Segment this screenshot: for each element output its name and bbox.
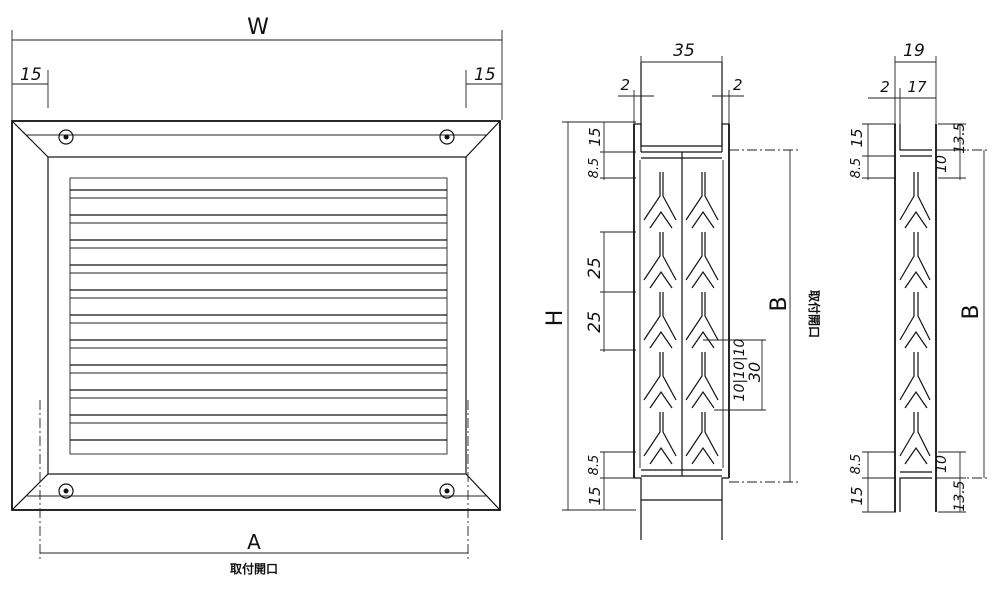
pitch-1-label: 25 [585, 257, 605, 279]
depth-label: 35 [673, 41, 695, 61]
section-single: 19 2 17 15 8.5 8.5 15 13.5 10 10 13.5 [848, 41, 990, 513]
right-margin-label: 15 [474, 65, 496, 85]
front-view: W 15 15 [11, 15, 503, 576]
top-frame-label: 15 [848, 128, 866, 147]
section-double: 35 2 2 H 15 8.5 25 25 8.5 15 [543, 41, 822, 540]
top-offset-label: 8.5 [849, 158, 864, 179]
top-offset-label: 8.5 [587, 158, 602, 179]
frame-body [894, 124, 937, 512]
bottom-right-label: 13.5 [952, 480, 968, 511]
height-label: H [543, 310, 568, 327]
left-margin-label: 15 [20, 65, 42, 85]
inner-depth-label: 17 [907, 78, 927, 96]
opening-caption: 取付開口 [807, 290, 822, 338]
bottom-offset-label: 8.5 [849, 454, 864, 475]
louver-field [69, 177, 448, 455]
opening-label: B [767, 296, 792, 311]
bottom-offset-label: 8.5 [587, 455, 602, 476]
opening-label: A [247, 530, 261, 554]
top-right-label: 13.5 [952, 122, 968, 153]
screw-hole-icon [58, 129, 74, 145]
left-gap-label: 2 [620, 76, 630, 94]
left-gap-label: 2 [880, 78, 890, 96]
screw-hole-icon [439, 483, 455, 499]
pitch-2-label: 25 [585, 311, 605, 333]
top-inner-label: 10 [934, 155, 950, 173]
right-gap-label: 2 [733, 76, 743, 94]
bottom-inner-label: 10 [934, 455, 950, 473]
blade-column [899, 172, 931, 465]
opening-label: B [959, 304, 984, 319]
blade-span-label: 30 [745, 362, 764, 382]
blade-dims-label: 10|10|10 [732, 338, 748, 401]
top-frame-label: 15 [586, 127, 604, 146]
screw-hole-icon [439, 129, 455, 145]
louver-blades [70, 189, 447, 441]
depth-label: 19 [903, 41, 925, 61]
blade-column-left [643, 172, 677, 465]
blade-column-right [685, 172, 719, 465]
screw-hole-icon [58, 483, 74, 499]
bottom-frame-label: 15 [848, 486, 866, 505]
opening-caption: 取付開口 [230, 561, 278, 576]
bottom-frame-label: 15 [586, 486, 604, 505]
outer-frame [11, 120, 501, 511]
frame-body [633, 124, 730, 478]
width-label: W [247, 15, 269, 40]
